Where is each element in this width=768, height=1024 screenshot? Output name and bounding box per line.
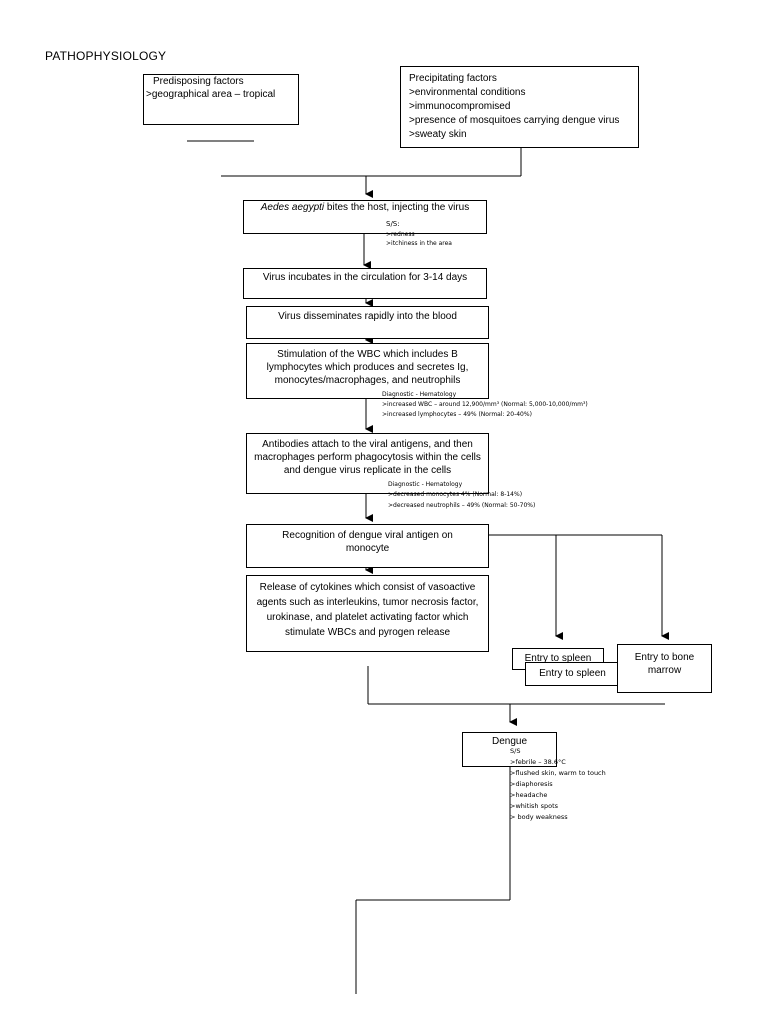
dissemination-text: Virus disseminates rapidly into the bloo… <box>278 311 457 322</box>
precipitating-item: >immunocompromised <box>409 101 511 112</box>
precipitating-factors-box: Precipitating factors >environmental con… <box>400 66 639 148</box>
mosquito-bite-text: Aedes aegypti bites the host, injecting … <box>244 201 486 214</box>
diag2-heading: Diagnostic - Hematology <box>388 481 463 488</box>
page-title: PATHOPHYSIOLOGY <box>45 49 167 63</box>
precipitating-heading: Precipitating factors <box>409 73 497 84</box>
predisposing-item: >geographical area – tropical <box>146 89 276 100</box>
dengue-text: Dengue <box>491 736 528 747</box>
wbc-stimulation-box: Stimulation of the WBC which includes B … <box>246 343 489 399</box>
wbc-stimulation-text: Stimulation of the WBC which includes B … <box>266 349 469 386</box>
diag1-item: >increased lymphocytes – 49% (Normal: 20… <box>382 411 532 418</box>
predisposing-heading: Predisposing factors <box>153 76 244 87</box>
dengue-ss-item: >diaphoresis <box>510 780 553 788</box>
incubation-box: Virus incubates in the circulation for 3… <box>243 268 487 299</box>
diag2-item: >decreased neutrophils – 49% (Normal: 50… <box>388 502 536 509</box>
bite-ss-item: >itchiness in the area <box>386 240 452 247</box>
spleen-box-front: Entry to spleen <box>525 662 620 686</box>
recognition-box: Recognition of dengue viral antigen on m… <box>246 524 489 568</box>
dengue-box: Dengue <box>462 732 557 767</box>
dengue-ss-item: >whitish spots <box>510 802 559 810</box>
cytokines-box: Release of cytokines which consist of va… <box>246 575 489 652</box>
bone-marrow-text: Entry to bone marrow <box>634 652 695 676</box>
precipitating-item: >environmental conditions <box>409 87 526 98</box>
diag1-heading: Diagnostic - Hematology <box>382 391 457 398</box>
precipitating-item: >presence of mosquitoes carrying dengue … <box>409 115 620 126</box>
bite-ss-heading: S/S: <box>386 220 400 228</box>
antibodies-text: Antibodies attach to the viral antigens,… <box>254 439 481 476</box>
dengue-ss-item: >febrile – 38.6°C <box>510 758 566 766</box>
recognition-text: Recognition of dengue viral antigen on m… <box>282 530 453 554</box>
cytokines-text: Release of cytokines which consist of va… <box>256 582 479 638</box>
mosquito-species: Aedes aegypti <box>260 202 325 213</box>
precipitating-item: >sweaty skin <box>409 129 467 140</box>
dengue-ss-item: >flushed skin, warm to touch <box>510 769 606 777</box>
diag1-item: >increased WBC – around 12,900/mm³ (Norm… <box>382 401 588 408</box>
diag2-item: >decreased monocytes 4% (Normal: 8-14%) <box>388 491 523 498</box>
spleen-text: Entry to spleen <box>539 668 606 679</box>
dissemination-box: Virus disseminates rapidly into the bloo… <box>246 306 489 339</box>
bite-ss-item: >redness <box>386 231 415 238</box>
antibodies-box: Antibodies attach to the viral antigens,… <box>246 433 489 494</box>
predisposing-factors-box: Predisposing factors >geographical area … <box>143 74 299 125</box>
mosquito-bite-box: Aedes aegypti bites the host, injecting … <box>243 200 487 234</box>
dengue-ss-item: > body weakness <box>510 813 568 821</box>
bite-description: bites the host, injecting the virus <box>324 202 470 213</box>
incubation-text: Virus incubates in the circulation for 3… <box>262 272 468 283</box>
spleen-text: Entry to spleen <box>524 653 592 664</box>
dengue-ss-item: >headache <box>510 791 548 799</box>
bone-marrow-box: Entry to bone marrow <box>617 644 712 693</box>
dengue-ss-heading: S/S <box>510 747 521 755</box>
